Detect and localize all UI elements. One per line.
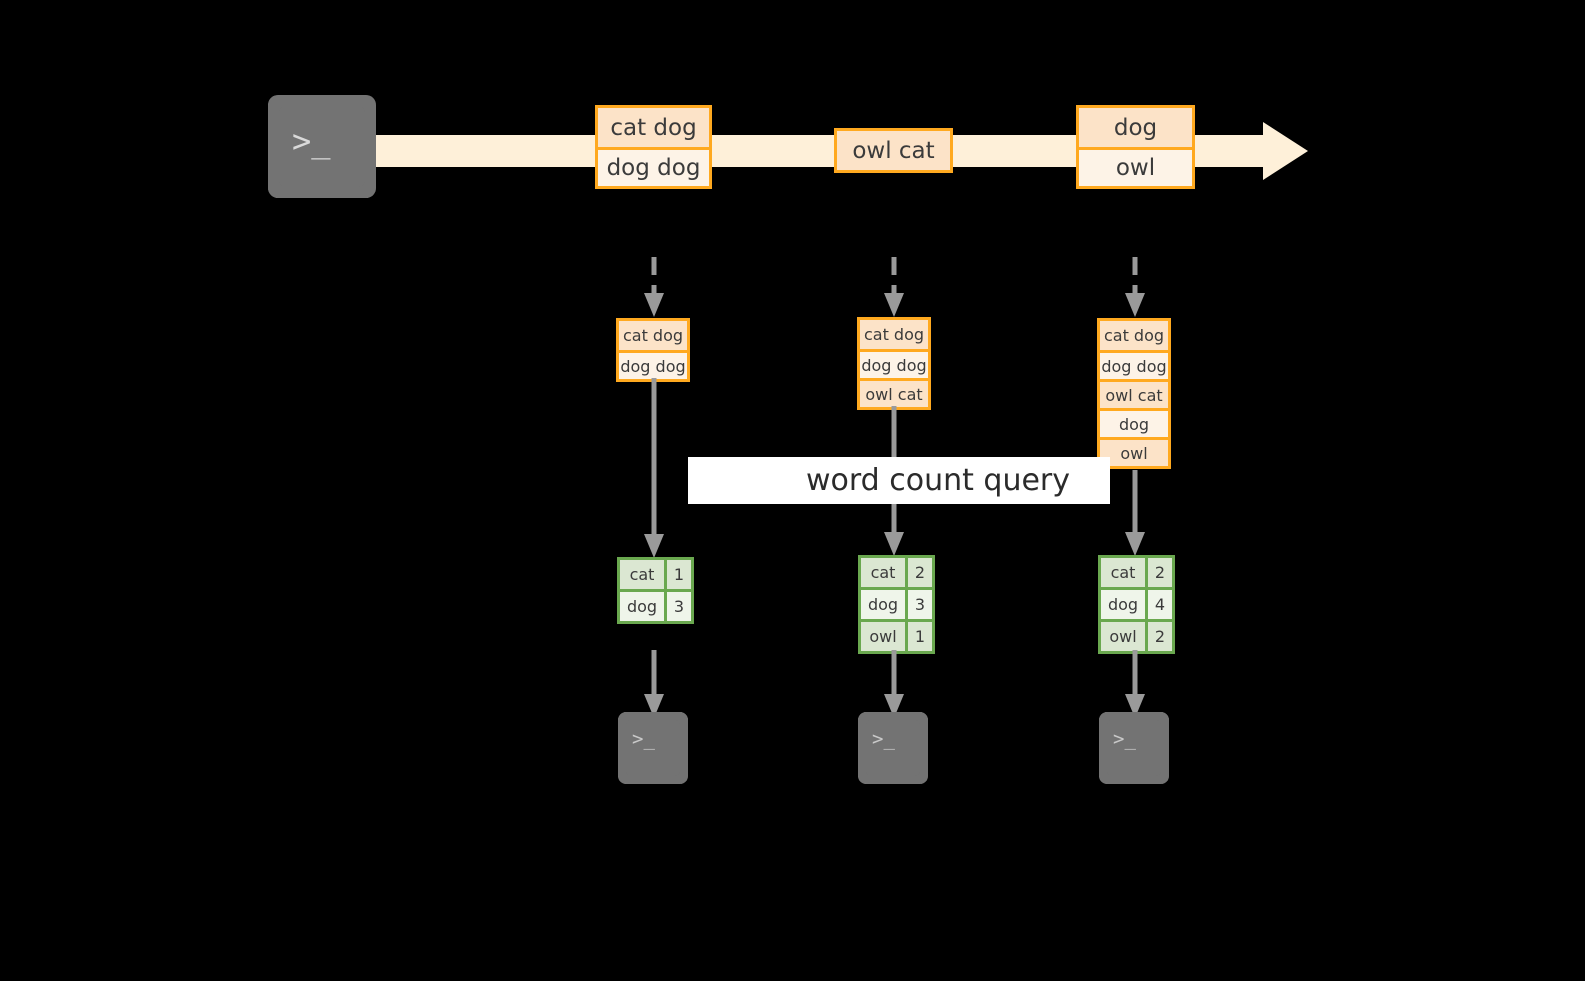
result-count: 1 xyxy=(905,622,932,651)
result-count: 2 xyxy=(1145,558,1172,587)
result-row: cat 2 xyxy=(861,558,932,587)
result-word: dog xyxy=(1101,590,1145,619)
stream-event-line: owl cat xyxy=(837,131,950,170)
stream-to-log-arrow-3 xyxy=(1124,255,1146,319)
consumer-terminal-icon-2: >_ xyxy=(858,712,928,784)
stream-event-group-1: cat dog dog dog xyxy=(595,105,712,189)
terminal-screen xyxy=(866,720,920,776)
result-count: 2 xyxy=(1145,622,1172,651)
result-word: dog xyxy=(861,590,905,619)
result-to-consumer-arrow-2 xyxy=(883,650,905,720)
stream-to-log-arrow-2 xyxy=(883,255,905,319)
result-row: owl 2 xyxy=(1101,619,1172,651)
prompt-glyph: >_ xyxy=(1113,728,1136,750)
result-to-consumer-arrow-3 xyxy=(1124,650,1146,720)
result-count: 4 xyxy=(1145,590,1172,619)
stream-event-line: dog dog xyxy=(598,147,709,186)
result-word: owl xyxy=(1101,622,1145,651)
log-table-3: cat dog dog dog owl cat dog owl xyxy=(1097,318,1171,469)
prompt-glyph: >_ xyxy=(632,728,655,750)
log-table-1: cat dog dog dog xyxy=(616,318,690,382)
result-row: dog 3 xyxy=(620,589,691,621)
producer-terminal-icon: >_ xyxy=(268,95,376,198)
log-row: cat dog xyxy=(619,321,687,350)
log-row: owl cat xyxy=(860,378,928,407)
stream-event-line: dog xyxy=(1079,108,1192,147)
log-table-2: cat dog dog dog owl cat xyxy=(857,317,931,410)
log-row: owl xyxy=(1100,437,1168,466)
stream-event-line: cat dog xyxy=(598,108,709,147)
query-label-band: word count query xyxy=(688,457,1110,504)
terminal-screen xyxy=(279,106,365,187)
result-row: cat 2 xyxy=(1101,558,1172,587)
result-table-2: cat 2 dog 3 owl 1 xyxy=(858,555,935,654)
result-word: owl xyxy=(861,622,905,651)
consumer-terminal-icon-3: >_ xyxy=(1099,712,1169,784)
terminal-screen xyxy=(626,720,680,776)
terminal-screen xyxy=(1107,720,1161,776)
prompt-glyph: >_ xyxy=(872,728,895,750)
result-word: cat xyxy=(1101,558,1145,587)
log-row: dog dog xyxy=(1100,350,1168,379)
result-row: owl 1 xyxy=(861,619,932,651)
result-word: dog xyxy=(620,592,664,621)
log-row: dog dog xyxy=(860,349,928,378)
result-table-1: cat 1 dog 3 xyxy=(617,557,694,624)
consumer-terminal-icon-1: >_ xyxy=(618,712,688,784)
result-row: dog 3 xyxy=(861,587,932,619)
stream-event-line: owl xyxy=(1079,147,1192,186)
result-row: dog 4 xyxy=(1101,587,1172,619)
stream-event-group-3: dog owl xyxy=(1076,105,1195,189)
result-word: cat xyxy=(861,558,905,587)
stream-to-log-arrow-1 xyxy=(643,255,665,319)
log-row: cat dog xyxy=(860,320,928,349)
result-to-consumer-arrow-1 xyxy=(643,650,665,720)
log-row: dog dog xyxy=(619,350,687,379)
prompt-glyph: >_ xyxy=(292,122,331,160)
log-row: owl cat xyxy=(1100,379,1168,408)
log-row: dog xyxy=(1100,408,1168,437)
log-to-result-arrow-3 xyxy=(1124,470,1146,558)
result-count: 2 xyxy=(905,558,932,587)
result-count: 1 xyxy=(664,560,691,589)
stream-event-group-2: owl cat xyxy=(834,128,953,173)
result-word: cat xyxy=(620,560,664,589)
result-count: 3 xyxy=(664,592,691,621)
log-row: cat dog xyxy=(1100,321,1168,350)
result-count: 3 xyxy=(905,590,932,619)
log-to-result-arrow-1 xyxy=(643,378,665,560)
result-table-3: cat 2 dog 4 owl 2 xyxy=(1098,555,1175,654)
result-row: cat 1 xyxy=(620,560,691,589)
query-label: word count query xyxy=(805,463,1071,498)
